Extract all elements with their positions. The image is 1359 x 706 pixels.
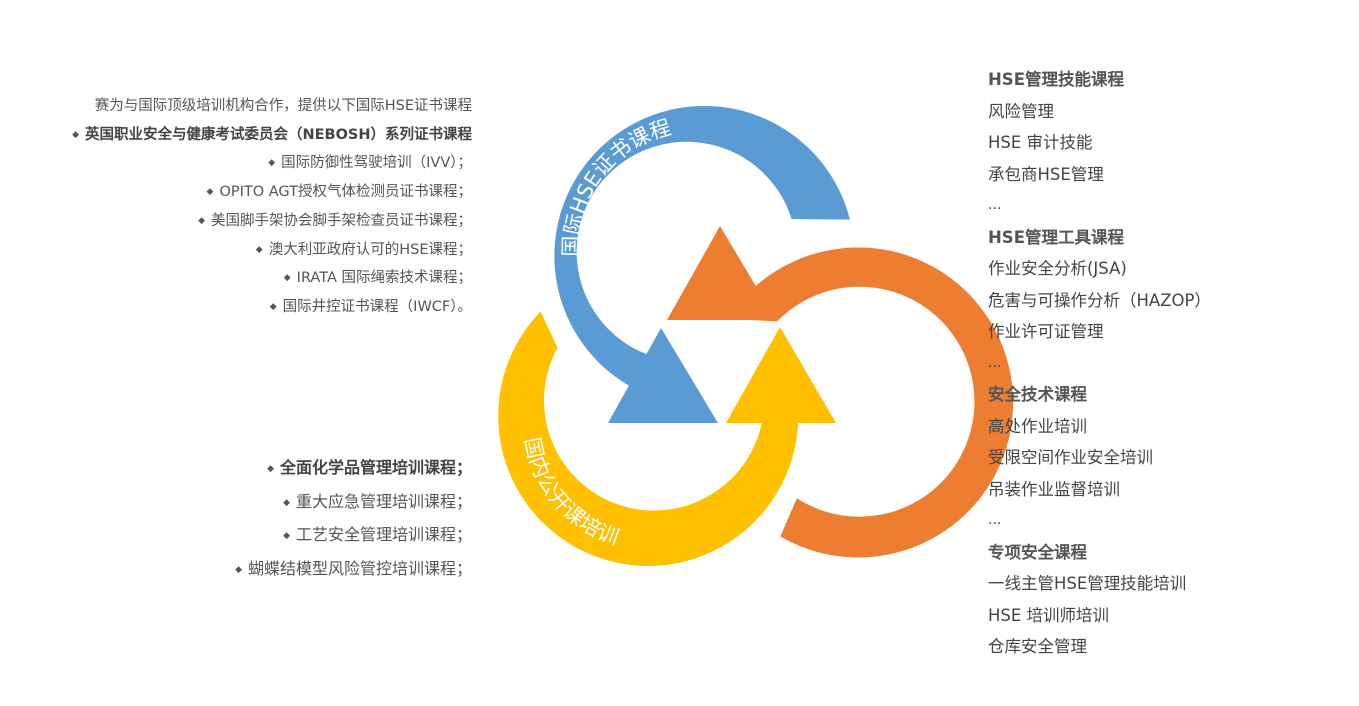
list-item-text: 英国职业安全与健康考试委员会（NEBOSH）系列证书课程 [85,126,472,143]
list-item: ◆ 蝴蝶结模型风险管控培训课程； [235,553,472,587]
international-courses-list: 赛为与国际顶级培训机构合作，提供以下国际HSE证书课程 ◆ 英国职业安全与健康考试… [72,92,472,322]
yellow-arc [498,311,799,566]
bullet-diamond-icon: ◆ [255,244,263,255]
list-item: ◆ IRATA 国际绳索技术课程； [72,264,472,293]
list-item: ◆ 工艺安全管理培训课程； [235,519,472,553]
list-item: ◆ 重大应急管理培训课程； [235,486,472,520]
list-item: ◆ 澳大利亚政府认可的HSE课程； [72,236,472,265]
list-item-text: 蝴蝶结模型风险管控培训课程； [247,558,472,578]
course-category: 专项安全课程一线主管HSE管理技能培训 HSE 培训师培训仓库安全管理 [988,537,1211,663]
category-item: HSE 审计技能 [988,133,1093,152]
category-item: 作业安全分析(JSA) [988,259,1127,278]
list-item: ◆ 美国脚手架协会脚手架检查员证书课程； [72,207,472,236]
list-item-text: 全面化学品管理培训课程； [279,458,472,477]
category-title: 专项安全课程 [988,542,1087,562]
category-title: HSE管理技能课程 [988,70,1124,89]
blue-arc [554,105,850,397]
list-item-text: 工艺安全管理培训课程； [295,525,472,544]
intl-items: ◆ 英国职业安全与健康考试委员会（NEBOSH）系列证书课程 ◆ 国际防御性驾驶培训（… [72,121,472,322]
list-item: ◆ 英国职业安全与健康考试委员会（NEBOSH）系列证书课程 [72,121,472,150]
category-item: 吊装作业监督培训 [988,479,1120,499]
category-title: HSE管理工具课程 [988,227,1124,247]
domestic-items: ◆ 全面化学品管理培训课程； ◆ 重大应急管理培训课程； ◆ 工艺安全管理培训课程； ◆ 蝴蝶… [235,452,472,586]
list-item-text: 美国脚手架协会脚手架检查员证书课程； [211,212,472,229]
bullet-diamond-icon: ◆ [269,301,277,312]
list-item: ◆ OPITO AGT授权气体检测员证书课程； [72,178,472,207]
domestic-courses-list: ◆ 全面化学品管理培训课程； ◆ 重大应急管理培训课程； ◆ 工艺安全管理培训课程； ◆ 蝴蝶… [235,452,472,586]
category-item: 风险管理 [988,101,1054,121]
course-category: HSE管理技能课程风险管理 HSE 审计技能承包商HSE管理... [988,64,1211,222]
list-item-text: 国际井控证书课程（IWCF）。 [282,298,472,315]
bullet-diamond-icon: ◆ [235,564,242,575]
course-category: 安全技术课程高处作业培训受限空间作业安全培训吊装作业监督培训... [988,379,1211,537]
category-item: 作业许可证管理 [988,322,1104,341]
category-item: HSE 培训师培训 [988,605,1110,625]
blue-arrowhead [608,328,718,423]
orange-arrowhead [667,226,776,320]
category-item: ... [988,354,1002,371]
category-item: 受限空间作业安全培训 [988,448,1153,467]
category-title: 安全技术课程 [988,385,1087,404]
category-item: 仓库安全管理 [988,637,1087,656]
list-item-text: OPITO AGT授权气体检测员证书课程； [219,184,472,201]
bullet-diamond-icon: ◆ [283,497,290,508]
category-item: 危害与可操作分析（HAZOP） [988,290,1211,310]
bullet-diamond-icon: ◆ [283,531,290,541]
bullet-diamond-icon: ◆ [283,273,291,284]
category-item: 一线主管HSE管理技能培训 [988,574,1187,593]
list-item: ◆ 国际井控证书课程（IWCF）。 [72,293,472,322]
list-item: ◆ 国际防御性驾驶培训（IVV）； [72,149,472,178]
yellow-cycle-arrow [498,311,836,566]
category-item: 承包商HSE管理 [988,164,1104,184]
list-item-text: 国际防御性驾驶培训（IVV）； [281,155,472,172]
category-item: ... [988,197,1002,213]
course-category: HSE管理工具课程作业安全分析(JSA) 危害与可操作分析（HAZOP） 作业许可证… [988,222,1211,380]
orange-cycle-arrow [667,226,1014,558]
bullet-diamond-icon: ◆ [267,464,274,474]
list-item-text: IRATA 国际绳索技术课程； [296,270,472,287]
list-item: ◆ 全面化学品管理培训课程； [235,452,472,486]
list-item-text: 澳大利亚政府认可的HSE课程； [268,241,472,258]
bullet-diamond-icon: ◆ [198,215,205,226]
bullet-diamond-icon: ◆ [72,129,79,140]
category-item: ... [988,512,1002,528]
yellow-arrowhead [726,327,836,423]
bullet-diamond-icon: ◆ [206,187,214,198]
list-item-text: 重大应急管理培训课程； [295,491,472,511]
bullet-diamond-icon: ◆ [268,158,276,169]
intl-intro: 赛为与国际顶级培训机构合作，提供以下国际HSE证书课程 [94,98,472,114]
category-item: 高处作业培训 [988,416,1087,436]
blue-cycle-arrow [554,105,850,423]
